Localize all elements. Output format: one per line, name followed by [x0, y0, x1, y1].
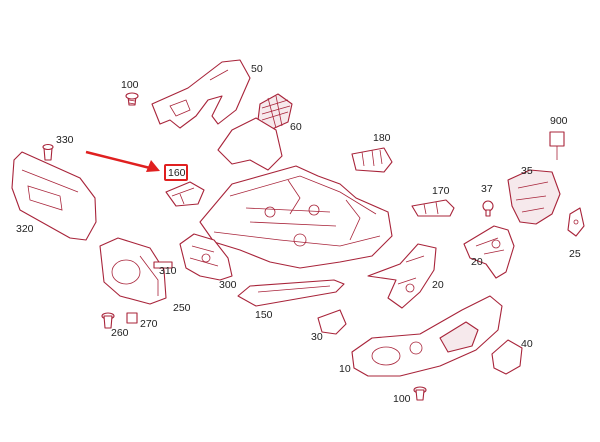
label-20-right: 20 — [471, 256, 483, 268]
part-100-screw-bottom[interactable] — [413, 386, 427, 401]
part-30-clip[interactable] — [317, 309, 347, 335]
part-180-latch[interactable] — [351, 147, 393, 173]
part-170-mount[interactable] — [411, 199, 455, 217]
label-100-top: 100 — [121, 79, 139, 91]
part-160-bracket[interactable] — [165, 181, 205, 207]
label-37: 37 — [481, 183, 493, 195]
label-20-center: 20 — [432, 279, 444, 291]
label-170: 170 — [432, 185, 450, 197]
part-270-nut[interactable] — [126, 312, 138, 324]
part-50-upper-cover[interactable] — [151, 59, 251, 129]
part-310-bolt[interactable] — [153, 261, 173, 269]
label-900: 900 — [550, 115, 568, 127]
highlight-arrow — [85, 150, 160, 172]
part-60-mesh-panel[interactable] — [217, 93, 293, 171]
label-100-bottom: 100 — [393, 393, 411, 405]
label-60: 60 — [290, 121, 302, 133]
label-250: 250 — [173, 302, 191, 314]
label-300: 300 — [219, 279, 237, 291]
part-330-pin[interactable] — [42, 143, 54, 161]
part-150-rail[interactable] — [237, 279, 345, 307]
part-20-lever-right[interactable] — [463, 225, 515, 279]
seat-frame-assembly — [199, 165, 393, 269]
label-25: 25 — [569, 248, 581, 260]
part-40-knob[interactable] — [491, 339, 523, 375]
label-160: 160 — [168, 167, 186, 179]
part-10-side-panel[interactable] — [351, 295, 503, 377]
part-37-plug[interactable] — [482, 200, 494, 217]
label-180: 180 — [373, 132, 391, 144]
part-260-screw[interactable] — [101, 312, 115, 329]
label-270: 270 — [140, 318, 158, 330]
label-10: 10 — [339, 363, 351, 375]
part-100-screw-top[interactable] — [125, 92, 139, 106]
part-35-housing[interactable] — [507, 169, 561, 225]
part-25-clip[interactable] — [567, 207, 585, 237]
label-260: 260 — [111, 327, 129, 339]
label-330: 330 — [56, 134, 74, 146]
part-250-motor-unit[interactable] — [99, 237, 167, 305]
label-30: 30 — [311, 331, 323, 343]
label-50: 50 — [251, 63, 263, 75]
part-320-side-cover[interactable] — [11, 151, 97, 241]
part-300-motor-bracket[interactable] — [179, 233, 233, 281]
highlight-box-160 — [164, 164, 188, 181]
label-35: 35 — [521, 165, 533, 177]
label-40: 40 — [521, 338, 533, 350]
part-900-connector[interactable] — [549, 131, 565, 160]
label-150: 150 — [255, 309, 273, 321]
label-310: 310 — [159, 265, 177, 277]
part-20-lever-center[interactable] — [367, 243, 437, 309]
label-320: 320 — [16, 223, 34, 235]
